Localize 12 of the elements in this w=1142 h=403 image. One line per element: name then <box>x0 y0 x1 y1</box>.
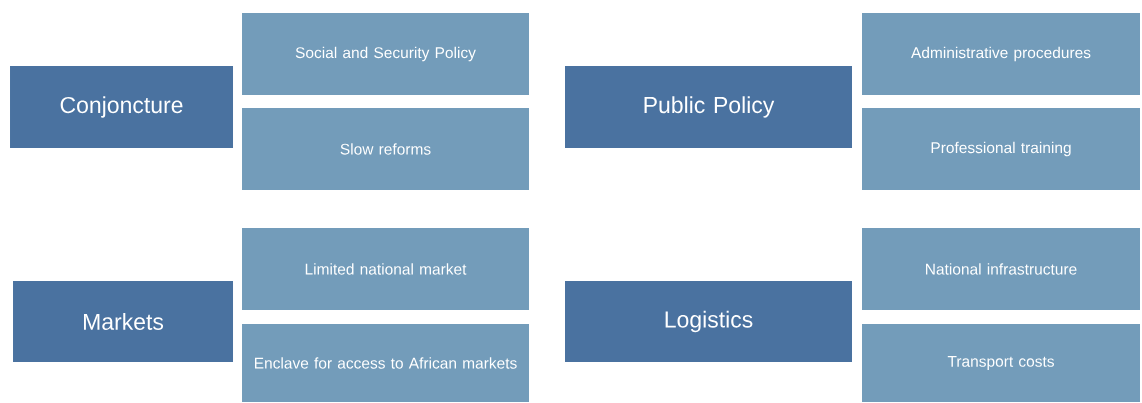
factor-box: Social and Security Policy <box>242 13 529 95</box>
main-category-box: Logistics <box>565 281 852 362</box>
factor-box: Professional training <box>862 108 1140 190</box>
main-category-box: Public Policy <box>565 66 852 148</box>
main-category-box: Markets <box>13 281 233 362</box>
factor-box: Limited national market <box>242 228 529 310</box>
factor-box: Slow reforms <box>242 108 529 190</box>
factor-box: Administrative procedures <box>862 13 1140 95</box>
factor-box: Transport costs <box>862 324 1140 402</box>
main-category-box: Conjoncture <box>10 66 233 148</box>
factor-box: Enclave for access to African markets <box>242 324 529 402</box>
factor-box: National infrastructure <box>862 228 1140 310</box>
